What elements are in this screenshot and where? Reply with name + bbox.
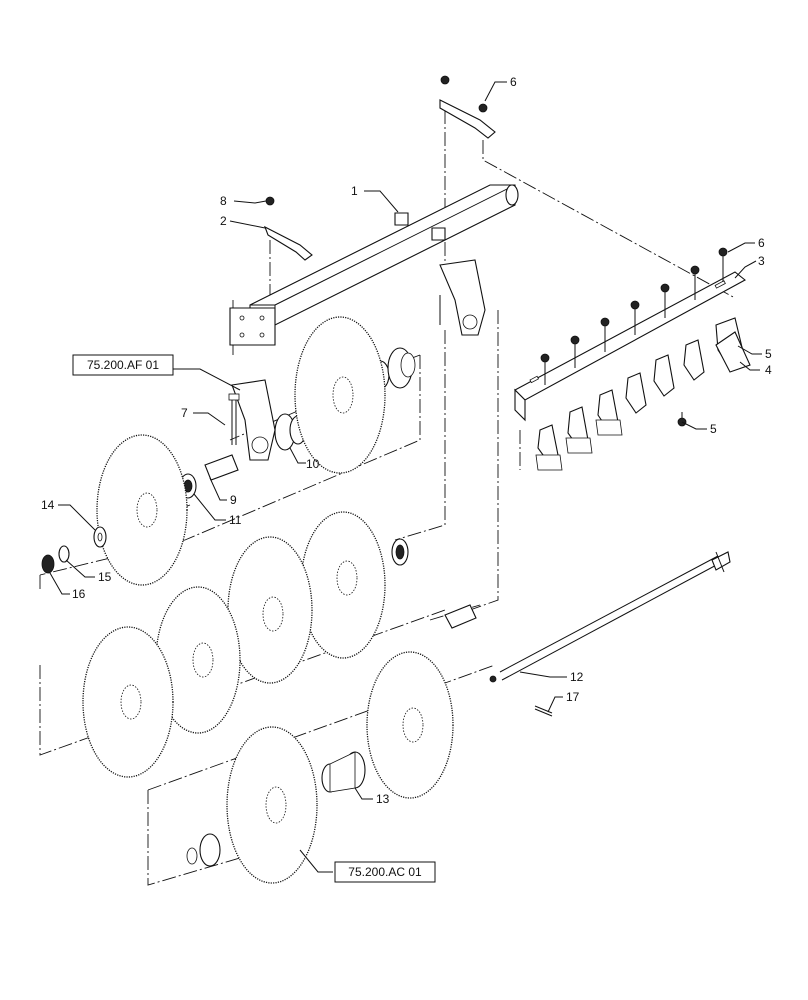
- scraper-nuts: [540, 247, 728, 385]
- spool-13: [321, 751, 366, 793]
- scraper-bar: [514, 271, 746, 422]
- callout-3: 3: [758, 254, 765, 268]
- callout-5-upper: 5: [765, 347, 772, 361]
- reference-text-bearing-hanger: 75.200.AF 01: [87, 358, 159, 372]
- callout-13: 13: [376, 792, 390, 806]
- callout-10: 10: [306, 457, 320, 471]
- leader-lines: [49, 81, 762, 873]
- callout-7: 7: [181, 406, 188, 420]
- callout-1: 1: [351, 184, 358, 198]
- callout-labels: 1 2 3 4 5 5 6 6 7 8 9 10 11 12 13 14 15 …: [41, 75, 772, 806]
- callout-2: 2: [220, 214, 227, 228]
- axle-end-hardware: [41, 526, 107, 574]
- callout-9: 9: [230, 493, 237, 507]
- scrapers: [535, 317, 746, 471]
- cotter-pin-17: [534, 705, 553, 717]
- bottom-spool: [186, 833, 221, 867]
- small-spacer: [444, 604, 477, 629]
- gang-frame-tube: [229, 184, 519, 346]
- reference-text-disc-gang: 75.200.AC 01: [348, 865, 422, 879]
- disc-blades: [82, 316, 454, 884]
- bearing-hanger-front: [231, 379, 276, 461]
- callout-14: 14: [41, 498, 55, 512]
- scraper-4: [715, 331, 751, 373]
- callout-17: 17: [566, 690, 580, 704]
- spacer-tube-9: [204, 454, 239, 481]
- bolt-7: [228, 393, 240, 445]
- callout-8: 8: [220, 194, 227, 208]
- callout-11: 11: [229, 513, 242, 527]
- callout-6-right: 6: [758, 236, 765, 250]
- callout-4: 4: [765, 363, 772, 377]
- callout-16: 16: [72, 587, 86, 601]
- reference-box-bearing-hanger[interactable]: 75.200.AF 01: [72, 354, 174, 376]
- gang-axle: [489, 551, 731, 683]
- top-bracket: [439, 75, 496, 139]
- callout-15: 15: [98, 570, 112, 584]
- reference-box-disc-gang[interactable]: 75.200.AC 01: [334, 861, 436, 883]
- callout-12: 12: [570, 670, 584, 684]
- callout-5-lower: 5: [710, 422, 717, 436]
- clamp-bracket: [263, 196, 313, 261]
- callout-6-top: 6: [510, 75, 517, 89]
- bearing-hanger-rear: [439, 259, 486, 336]
- middle-spool: [391, 538, 409, 566]
